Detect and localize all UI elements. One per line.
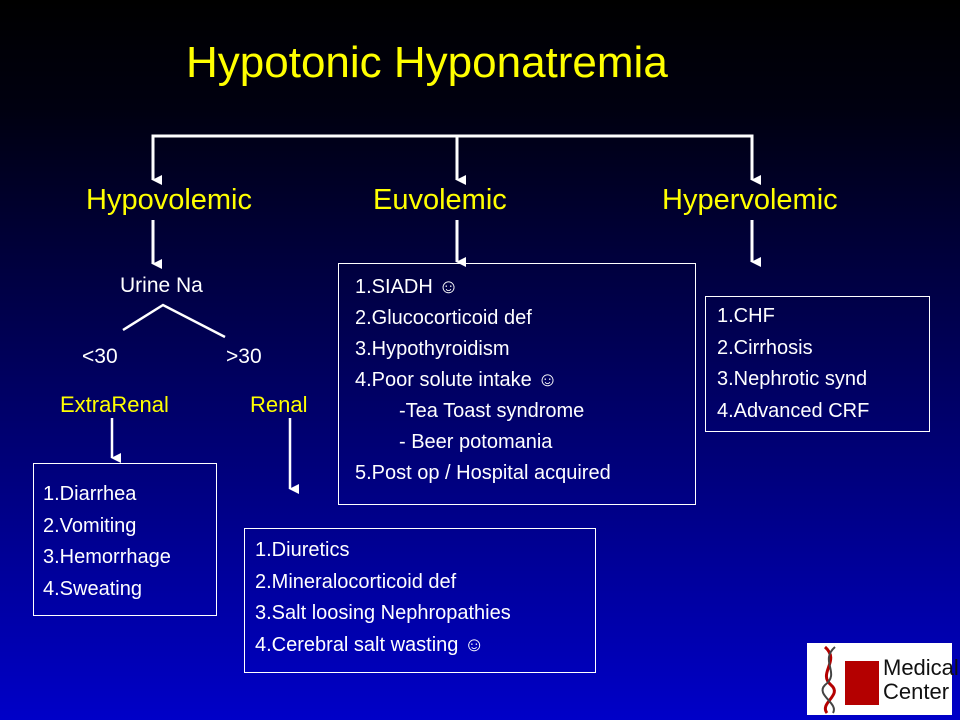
list-item: 5.Post op / Hospital acquired <box>355 462 611 484</box>
list-item: 4.Poor solute intake ☺ <box>355 369 558 391</box>
urine-na-split <box>122 303 226 339</box>
urine-na-label: Urine Na <box>120 274 203 297</box>
list-item: 1.CHF <box>717 305 775 327</box>
list-item: 1.Diarrhea <box>43 483 137 505</box>
hypervolemic-causes-box: 1.CHF 2.Cirrhosis 3.Nephrotic synd 4.Adv… <box>705 296 930 432</box>
logo-text-center: Center <box>883 679 950 704</box>
list-item: 4.Advanced CRF <box>717 399 870 422</box>
renal-label: Renal <box>250 392 308 417</box>
list-item: 1.Diuretics <box>255 539 350 561</box>
dna-helix-icon <box>821 645 836 714</box>
logo-text-medical: Medical <box>883 655 959 680</box>
list-item: 2.Mineralocorticoid def <box>255 570 457 593</box>
hypovolemic-label: Hypovolemic <box>86 184 252 216</box>
list-item: 4.Sweating <box>43 577 142 600</box>
list-item: 2.Glucocorticoid def <box>355 307 532 329</box>
medical-center-logo: Medical Center <box>807 643 959 715</box>
top-bracket <box>151 134 754 178</box>
extrarenal-label: ExtraRenal <box>60 392 169 417</box>
list-item: 3.Nephrotic synd <box>717 368 868 390</box>
list-item: 2.Vomiting <box>43 514 137 537</box>
renal-causes-box: 1.Diuretics 2.Mineralocorticoid def 3.Sa… <box>244 528 596 673</box>
list-item: 3.Salt loosing Nephropathies <box>255 602 511 624</box>
extrarenal-causes-box: 1.Diarrhea 2.Vomiting 3.Hemorrhage 4.Swe… <box>33 463 217 616</box>
page-title: Hypotonic Hyponatremia <box>186 38 668 87</box>
euvolemic-label: Euvolemic <box>373 184 507 216</box>
euvolemic-causes-box: 1.SIADH ☺ 2.Glucocorticoid def 3.Hypothy… <box>338 263 696 505</box>
list-item: 3.Hemorrhage <box>43 546 171 568</box>
urine-na-low-label: <30 <box>82 345 118 368</box>
list-item: 4.Cerebral salt wasting ☺ <box>255 633 485 656</box>
list-item: 2.Cirrhosis <box>717 336 813 359</box>
university-badge <box>845 661 879 705</box>
list-item: 3.Hypothyroidism <box>355 338 510 360</box>
list-sub-item: - Beer potomania <box>399 431 553 453</box>
hypervolemic-label: Hypervolemic <box>662 184 838 216</box>
list-item: 1.SIADH ☺ <box>355 276 459 298</box>
urine-na-high-label: >30 <box>226 345 262 368</box>
list-sub-item: -Tea Toast syndrome <box>399 400 585 422</box>
